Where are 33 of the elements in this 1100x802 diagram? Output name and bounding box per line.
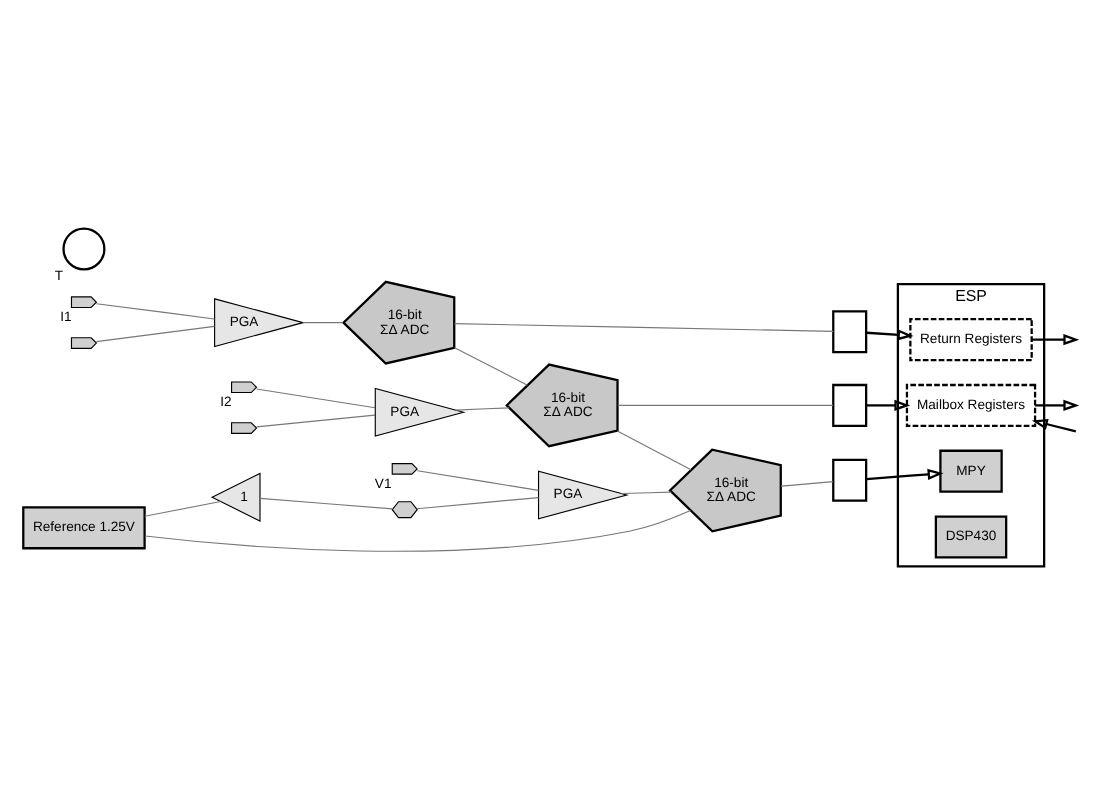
connector [144,508,691,551]
node-hexagon [391,500,418,518]
connector [617,403,834,405]
node-box [832,309,868,353]
connector [416,469,539,490]
connector [620,490,672,494]
connector [453,322,834,331]
connector [416,496,540,509]
connector [454,346,528,385]
node-pentagon [70,336,98,348]
arrow [866,398,911,410]
connector [95,324,215,342]
connector [259,496,394,509]
node-box [832,457,868,501]
node-pentagon [231,380,258,393]
connector [144,500,222,516]
connector [616,429,692,470]
connector [95,302,215,319]
arrow [1031,333,1080,345]
connector [780,480,834,486]
connector [256,413,376,427]
connector [302,321,344,323]
arrow [1035,398,1080,410]
node-pentagon [391,462,418,474]
node-pentagon [231,421,258,433]
arrow [1031,417,1077,432]
node-circle [62,226,106,270]
node-pentagon [70,295,98,308]
connector [455,406,510,410]
arrow [866,467,944,480]
arrow [866,328,914,340]
node-box [832,382,868,426]
connector [256,387,376,408]
